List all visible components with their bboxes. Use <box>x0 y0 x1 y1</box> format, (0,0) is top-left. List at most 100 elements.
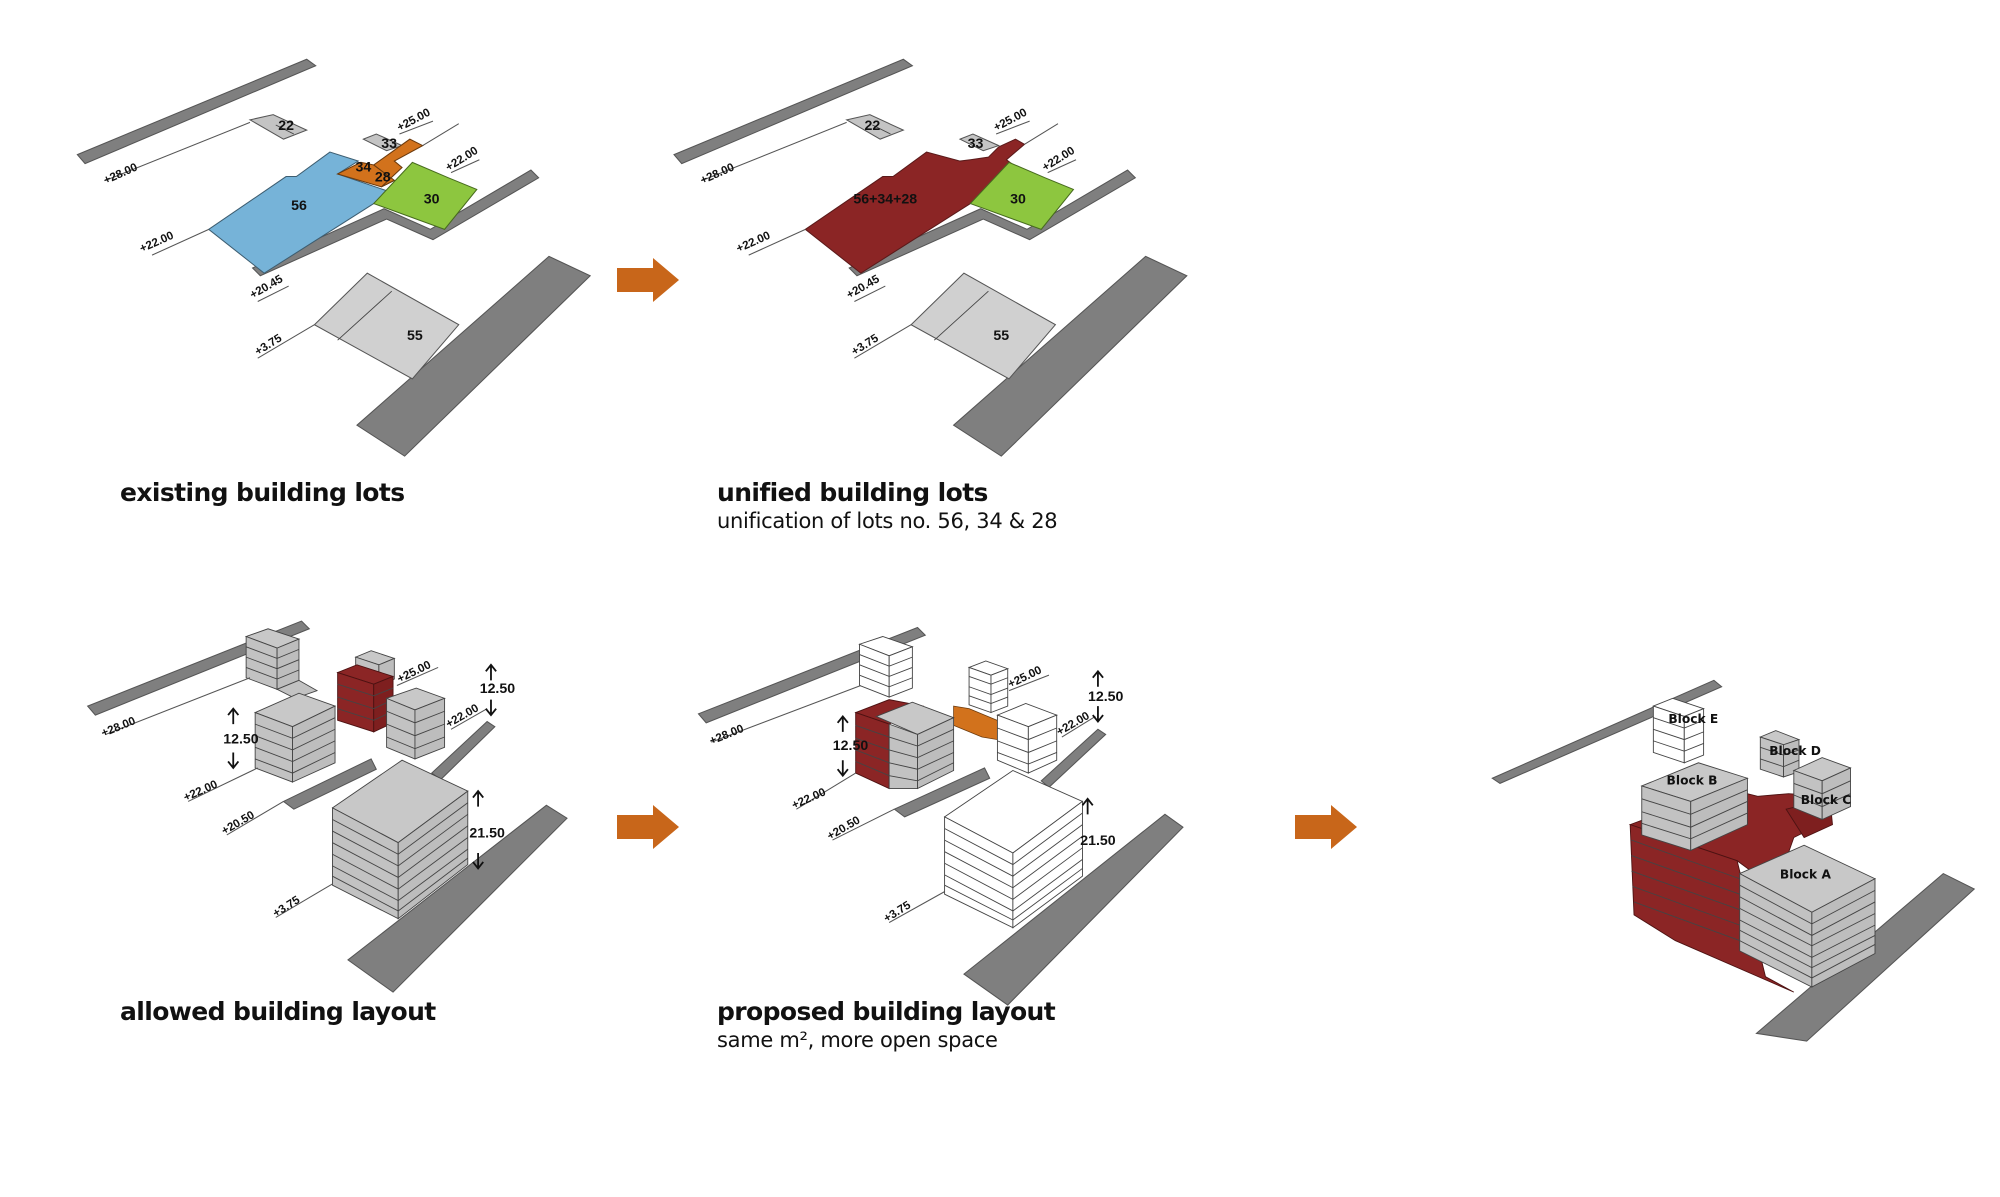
level-label: +28.00 <box>102 161 140 187</box>
level-label: +28.00 <box>699 161 737 187</box>
height-label: 12.50 <box>223 731 259 747</box>
lot-label: 33 <box>968 136 984 152</box>
block-b: Block B <box>1640 762 1749 852</box>
level-label: +22.00 <box>444 145 481 174</box>
right-arrow-icon <box>1295 805 1357 849</box>
lot-33 <box>958 133 1001 152</box>
block-label: Block C <box>1801 793 1852 807</box>
block-label: Block D <box>1769 744 1821 758</box>
lot-55 <box>910 272 1057 380</box>
block-d: Block D <box>1759 730 1821 778</box>
building-back-left <box>858 636 914 698</box>
panel-proposed-layout: +28.00 +25.00 +22.00 +22.00 +20.50 +3.75… <box>697 626 1184 1006</box>
block-c: Block C <box>1792 757 1852 821</box>
block-label: Block E <box>1668 712 1718 726</box>
level-label: +22.00 <box>1040 145 1077 174</box>
road-bottom <box>952 255 1188 457</box>
height-label: 12.50 <box>480 681 516 697</box>
height-dimension-right: 12.50 <box>480 663 516 717</box>
lot-label: 55 <box>993 328 1009 344</box>
height-dimension-left: 12.50 <box>833 714 869 778</box>
lot-label: 30 <box>1010 192 1026 208</box>
height-label: 12.50 <box>1088 689 1124 705</box>
panel-allowed-layout: +28.00 +25.00 +22.00 +22.00 +20.50 +3.75… <box>86 620 568 993</box>
block-a: Block A <box>1738 844 1877 988</box>
road-top <box>76 58 317 165</box>
right-arrow-icon <box>617 258 679 302</box>
level-label: +3.75 <box>850 332 882 358</box>
road-middle <box>282 758 377 810</box>
panel-subtitle: unification of lots no. 56, 34 & 28 <box>717 509 1058 533</box>
level-label: +28.00 <box>708 723 746 748</box>
level-label: +22.00 <box>138 230 176 256</box>
level-label: +28.00 <box>100 715 138 740</box>
panel-title: allowed building layout <box>120 997 436 1026</box>
level-label: +22.00 <box>444 702 481 730</box>
block-label: Block A <box>1780 868 1832 882</box>
building-front-large <box>331 759 469 920</box>
block-label: Block B <box>1667 774 1718 788</box>
road-middle <box>251 169 540 277</box>
level-label: +25.00 <box>1006 664 1043 690</box>
level-label: +3.75 <box>882 899 914 925</box>
right-arrow-icon <box>617 805 679 849</box>
caption-allowed-layout: allowed building layout <box>120 997 436 1026</box>
road-bottom <box>963 813 1184 1006</box>
building-back-small <box>967 660 1010 714</box>
height-label: 21.50 <box>469 826 505 842</box>
height-dimension-front: 21.50 <box>469 789 505 870</box>
lot-label: 30 <box>424 192 440 208</box>
lot-label: 22 <box>865 118 881 134</box>
lot-55 <box>313 272 460 380</box>
building-left-middle-red <box>854 699 955 790</box>
road-bottom <box>356 255 592 457</box>
building-front-large <box>943 769 1084 929</box>
level-label: +25.00 <box>395 107 432 134</box>
lot-28 <box>372 138 424 188</box>
level-label: +20.50 <box>825 814 862 842</box>
level-label: +3.75 <box>271 894 303 920</box>
lot-56 <box>207 151 388 274</box>
height-label: 12.50 <box>833 738 869 754</box>
height-label: 21.50 <box>1080 833 1116 849</box>
lot-label: 28 <box>375 170 391 186</box>
height-dimension-left: 12.50 <box>223 707 259 770</box>
caption-unified-lots: unified building lots unification of lot… <box>717 478 1058 533</box>
lot-label: 34 <box>356 159 372 175</box>
level-label: +25.00 <box>992 107 1029 134</box>
level-label: +25.00 <box>396 659 433 685</box>
building-left-middle <box>253 692 337 783</box>
level-label: +22.00 <box>790 786 828 812</box>
panel-title: proposed building layout <box>717 997 1056 1026</box>
lot-label: 33 <box>381 136 397 152</box>
level-label: +20.50 <box>220 809 257 837</box>
height-dimension-front: 21.50 <box>1080 797 1116 849</box>
panel-title: existing building lots <box>120 478 405 507</box>
caption-proposed-layout: proposed building layout same m², more o… <box>717 997 1056 1052</box>
lot-label: 22 <box>278 118 294 134</box>
panel-subtitle: same m², more open space <box>717 1028 998 1052</box>
level-label: +22.00 <box>182 779 220 805</box>
lot-label: 56 <box>291 198 307 214</box>
building-red <box>336 664 395 733</box>
caption-existing-lots: existing building lots <box>120 478 405 507</box>
panel-title: unified building lots <box>717 478 988 507</box>
lot-30 <box>372 161 478 230</box>
panel-blocks: Block E Block D Block B <box>1491 679 1976 1042</box>
lot-label: 55 <box>407 328 423 344</box>
panel-existing-lots: 22 33 56 34 28 30 55 +28.00 +25.00 +22.0… <box>76 58 592 457</box>
road-top <box>673 58 914 165</box>
lot-30 <box>969 161 1075 230</box>
road-bottom <box>347 804 568 993</box>
level-label: +22.00 <box>1055 710 1092 738</box>
building-right-middle <box>385 687 446 760</box>
building-right-middle <box>996 703 1058 774</box>
panel-unified-lots: 22 33 56+34+28 30 55 +28.00 +25.00 +22.0… <box>673 58 1188 457</box>
lot-label: 56+34+28 <box>853 192 917 208</box>
block-e: Block E <box>1652 697 1718 764</box>
level-label: +22.00 <box>735 230 773 256</box>
road-middle <box>848 169 1137 277</box>
building-back-left <box>244 628 319 699</box>
level-label: +3.75 <box>253 332 285 358</box>
